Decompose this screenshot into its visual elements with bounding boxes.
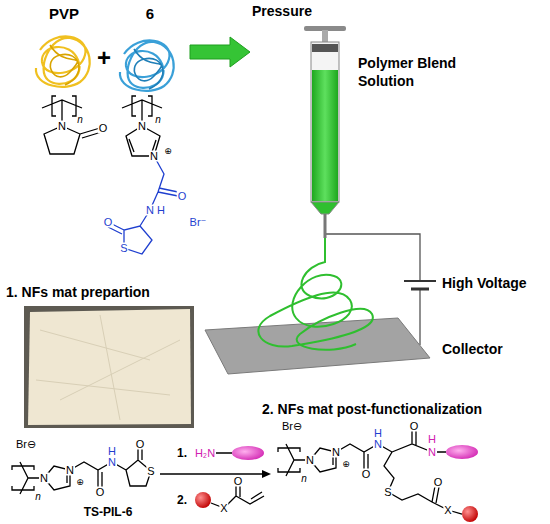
atom-label: N bbox=[305, 455, 315, 466]
repeat-index: n bbox=[35, 492, 41, 502]
syringe-pump: Pressure bbox=[252, 4, 348, 240]
repeat-index: n bbox=[77, 115, 83, 125]
atom-label: S bbox=[119, 243, 128, 254]
atom-label: N bbox=[137, 121, 147, 132]
atom-label: X bbox=[443, 505, 452, 516]
voltage-source bbox=[404, 280, 436, 282]
charge-sign: ⊕ bbox=[164, 147, 172, 156]
component-label: Collector bbox=[442, 340, 503, 358]
reaction-arrow bbox=[160, 473, 262, 475]
mat-photo bbox=[24, 306, 194, 428]
product-bonds bbox=[278, 430, 462, 514]
compound-name: TS-PIL-6 bbox=[84, 506, 133, 518]
atom-label: H bbox=[427, 434, 437, 445]
ts-pil-bonds bbox=[12, 446, 151, 494]
amine-residue bbox=[232, 446, 264, 460]
flow-arrow bbox=[190, 37, 250, 67]
amine-residue bbox=[446, 445, 478, 459]
step-title: 1. NFs mat prepartion bbox=[6, 283, 150, 301]
pil-bonds bbox=[122, 96, 162, 156]
reagent-bonds bbox=[211, 453, 264, 508]
atom-label: O bbox=[177, 191, 188, 202]
component-label: High Voltage bbox=[442, 274, 527, 292]
atom-label: N bbox=[373, 439, 383, 450]
syringe-needle bbox=[324, 214, 327, 238]
pil-side-chain bbox=[108, 156, 178, 254]
reaction-arrowhead bbox=[262, 470, 271, 478]
fiber-jet bbox=[258, 238, 372, 350]
atom-label: N bbox=[65, 465, 75, 476]
atom-label: N bbox=[149, 151, 159, 162]
amine-group: H₂N bbox=[194, 448, 216, 459]
mat-texture bbox=[36, 315, 180, 420]
node-label: Pressure bbox=[252, 4, 348, 19]
pvp-coil bbox=[36, 36, 90, 86]
plus-sign: + bbox=[97, 46, 111, 70]
polymer-coil: PVP bbox=[28, 6, 100, 94]
voltage-source bbox=[411, 288, 429, 291]
acrylate-residue bbox=[195, 492, 211, 508]
atom-label: O bbox=[103, 217, 114, 228]
atom-label: N bbox=[145, 205, 155, 216]
atom-label: N bbox=[57, 121, 67, 132]
atom-label: H bbox=[156, 205, 166, 216]
atom-label: N bbox=[107, 457, 117, 468]
component-label: Polymer Blend Solution bbox=[358, 54, 470, 90]
atom-label: O bbox=[95, 487, 106, 498]
step-title: 2. NFs mat post-functionalization bbox=[262, 400, 482, 418]
repeat-index: n bbox=[155, 115, 161, 125]
repeat-index: n bbox=[301, 474, 307, 484]
node-label: PVP bbox=[28, 6, 100, 23]
atom-label: O bbox=[361, 469, 372, 480]
atom-label: S bbox=[383, 487, 392, 498]
charge-sign: ⊕ bbox=[342, 460, 350, 469]
atom-label: N bbox=[331, 447, 341, 458]
counter-ion: Br⁻ bbox=[189, 217, 208, 228]
step-number: 1. bbox=[177, 447, 187, 459]
charge-sign: ⊕ bbox=[76, 478, 84, 487]
atom-label: N bbox=[427, 447, 437, 458]
atom-label: S bbox=[146, 466, 155, 477]
pvp-bonds bbox=[42, 96, 100, 154]
pvp-coil bbox=[50, 45, 79, 85]
syringe-barrel bbox=[311, 42, 339, 202]
step-number: 2. bbox=[177, 494, 187, 506]
acrylate-residue bbox=[462, 506, 478, 522]
counter-ion: Br⊖ bbox=[15, 439, 37, 450]
atom-label: O bbox=[233, 476, 244, 487]
counter-ion: Br⊖ bbox=[281, 421, 303, 432]
atom-label: H bbox=[373, 428, 383, 439]
nanofiber-mat bbox=[28, 309, 191, 425]
syringe-tip bbox=[311, 202, 339, 214]
atom-label: O bbox=[409, 421, 420, 432]
atom-label: O bbox=[135, 439, 146, 450]
pil-coil bbox=[134, 49, 163, 89]
syringe-plunger bbox=[312, 44, 338, 52]
atom-label: O bbox=[98, 123, 109, 134]
atom-label: O bbox=[433, 477, 444, 488]
polymer-coil: 6 bbox=[112, 6, 188, 98]
atom-label: H bbox=[107, 446, 117, 457]
atom-label: X bbox=[219, 503, 228, 514]
node-label: 6 bbox=[112, 6, 188, 23]
pil-coil bbox=[120, 40, 174, 90]
atom-label: N bbox=[39, 473, 49, 484]
syringe-solution bbox=[312, 70, 338, 201]
